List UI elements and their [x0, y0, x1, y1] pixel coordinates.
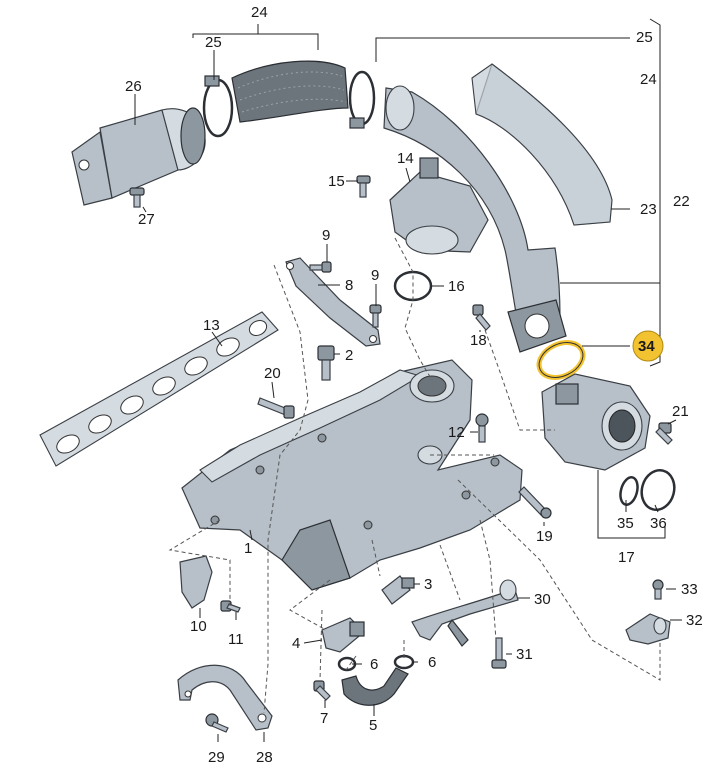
part-23-duct: [471, 63, 613, 226]
callout-19: 19: [536, 528, 553, 545]
callout-26: 26: [125, 78, 142, 95]
part-7-bolt: [313, 680, 331, 701]
part-34-seal-ring: [536, 340, 586, 380]
callout-34-highlight: [632, 330, 664, 362]
callout-28: 28: [256, 749, 273, 766]
callout-24-right: 24: [640, 71, 657, 88]
assembly-lines: [168, 237, 661, 714]
part-15-bolt: [356, 175, 371, 198]
part-26-pipe-flange: [71, 107, 206, 206]
part-17-throttle-body: [541, 373, 651, 471]
part-35-gasket: [619, 476, 639, 506]
part-8-bracket: [285, 257, 381, 347]
callout-9-lower: 9: [371, 267, 379, 284]
callout-15: 15: [328, 173, 345, 190]
part-14-valve-housing: [389, 157, 489, 255]
part-11-bolt: [220, 600, 241, 613]
callout-labels: 24 25 26 27 25 24 23 22 14 15 16 9 8 9 1…: [125, 4, 703, 766]
callout-36: 36: [650, 515, 667, 532]
callout-14: 14: [397, 150, 414, 167]
callout-34: 34: [638, 338, 655, 355]
callout-6-right: 6: [428, 654, 436, 671]
callout-11: 11: [228, 631, 244, 648]
callout-12: 12: [448, 424, 465, 441]
part-31-bolt: [491, 637, 507, 669]
part-9-bolt-a: [309, 261, 332, 273]
callout-21: 21: [672, 403, 689, 420]
leader-lines: [134, 18, 682, 742]
callout-24-top: 24: [251, 4, 268, 21]
part-21-bolt: [655, 422, 673, 445]
callout-27: 27: [138, 211, 155, 228]
callout-20: 20: [264, 365, 281, 382]
part-28-strap-bracket: [177, 664, 273, 731]
part-13-gasket: [39, 311, 279, 467]
callout-10: 10: [190, 618, 207, 635]
callout-18: 18: [470, 332, 487, 349]
callout-9-upper: 9: [322, 227, 330, 244]
part-33-screw: [652, 579, 664, 600]
part-22-intake-pipe: [383, 85, 567, 353]
callout-1: 1: [244, 540, 252, 557]
callout-16: 16: [448, 278, 465, 295]
part-9-bolt-b: [369, 304, 382, 328]
callout-2: 2: [345, 347, 353, 364]
callout-7: 7: [320, 710, 328, 727]
callout-6-left: 6: [370, 656, 378, 673]
part-1-intake-manifold: [181, 359, 523, 591]
part-30-pipe: [411, 579, 519, 647]
part-27-bolt: [129, 187, 145, 208]
callout-22: 22: [673, 193, 690, 210]
callout-8: 8: [345, 277, 353, 294]
callout-13: 13: [203, 317, 220, 334]
part-36-gasket: [640, 468, 676, 512]
part-20-bolt: [257, 397, 295, 419]
part-25-clamp-left: [202, 75, 234, 138]
callout-25-right: 25: [636, 29, 653, 46]
part-3-sensor: [381, 575, 415, 605]
part-24-hose: [231, 60, 349, 123]
part-18-bolt: [472, 304, 491, 331]
callout-3: 3: [424, 576, 432, 593]
callout-33: 33: [681, 581, 698, 598]
part-19-bolt: [518, 486, 552, 519]
callout-30: 30: [534, 591, 551, 608]
part-5-hose: [341, 667, 409, 706]
part-32-connector: [625, 613, 671, 645]
callout-25-left: 25: [205, 34, 222, 51]
part-25-clamp-right: [348, 70, 376, 129]
callout-17: 17: [618, 549, 635, 566]
part-10-bracket: [179, 555, 213, 609]
callout-5: 5: [369, 717, 377, 734]
callout-23: 23: [640, 201, 657, 218]
callout-32: 32: [686, 612, 703, 629]
callout-31: 31: [516, 646, 533, 663]
part-4-valve: [321, 617, 365, 653]
part-12-bolt: [475, 413, 489, 443]
part-29-bolt: [205, 713, 229, 733]
callout-4: 4: [292, 635, 300, 652]
part-2-sensor: [317, 345, 335, 381]
callout-29: 29: [208, 749, 225, 766]
callout-35: 35: [617, 515, 634, 532]
